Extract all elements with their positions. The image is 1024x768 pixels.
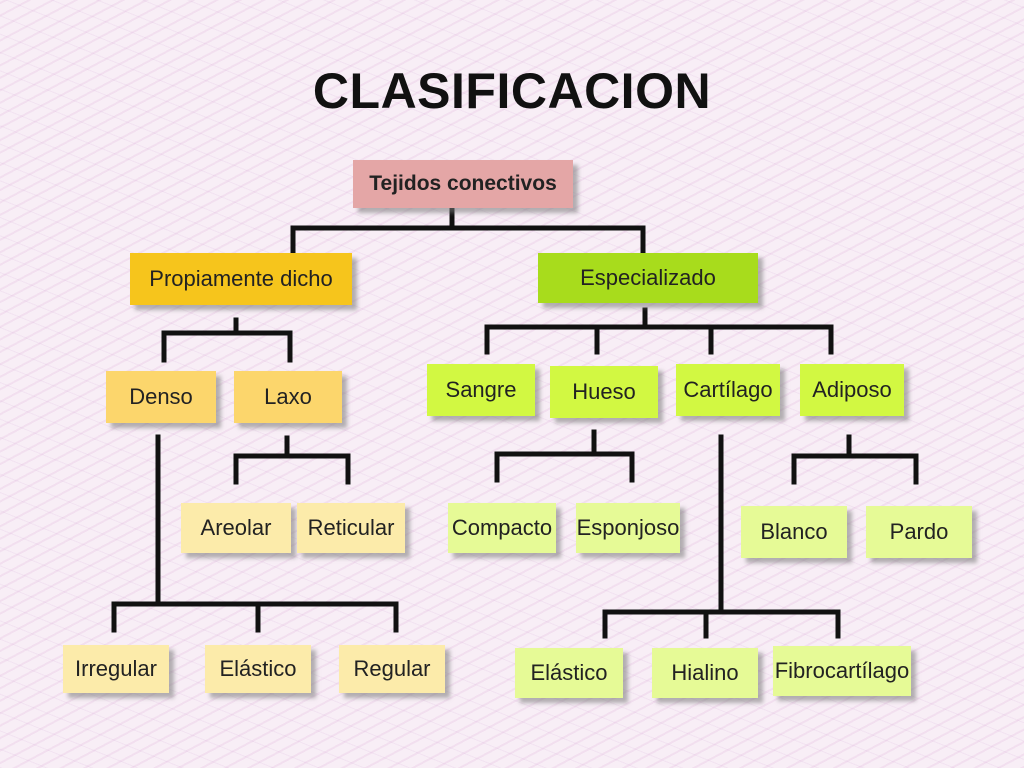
- node-reticular: Reticular: [297, 503, 405, 553]
- node-fibrocartilago: Fibrocartílago: [773, 646, 911, 696]
- connector-laxo: [233, 435, 351, 485]
- node-compacto: Compacto: [448, 503, 556, 553]
- node-regular: Regular: [339, 645, 445, 693]
- node-cartilago: Cartílago: [676, 364, 780, 416]
- node-elastico-cartilago: Elástico: [515, 648, 623, 698]
- connector-denso: [111, 434, 399, 633]
- connector-cartilago: [602, 434, 841, 639]
- node-laxo: Laxo: [234, 371, 342, 423]
- node-elastico-denso: Elástico: [205, 645, 311, 693]
- node-tejidos-conectivos: Tejidos conectivos: [353, 160, 573, 208]
- node-propiamente-dicho: Propiamente dicho: [130, 253, 352, 305]
- node-denso: Denso: [106, 371, 216, 423]
- node-pardo: Pardo: [866, 506, 972, 558]
- node-sangre: Sangre: [427, 364, 535, 416]
- connector-hueso: [494, 429, 635, 483]
- node-especializado: Especializado: [538, 253, 758, 303]
- connector-especializado: [484, 307, 834, 355]
- connector-adiposo: [791, 434, 919, 485]
- node-hueso: Hueso: [550, 366, 658, 418]
- node-areolar: Areolar: [181, 503, 291, 553]
- node-adiposo: Adiposo: [800, 364, 904, 416]
- node-hialino: Hialino: [652, 648, 758, 698]
- connector-propiamente: [161, 317, 293, 363]
- connector-root: [290, 207, 646, 258]
- node-blanco: Blanco: [741, 506, 847, 558]
- page-title: CLASIFICACION: [312, 63, 712, 119]
- node-esponjoso: Esponjoso: [576, 503, 680, 553]
- node-irregular: Irregular: [63, 645, 169, 693]
